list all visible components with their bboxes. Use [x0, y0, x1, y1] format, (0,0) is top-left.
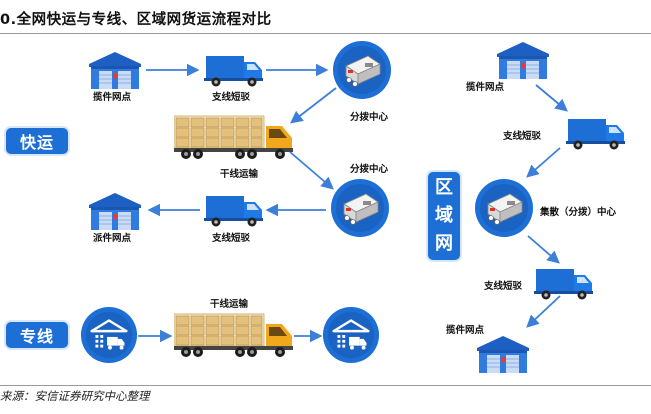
- regional-badge: 区 域 网: [426, 170, 462, 262]
- regional-feeder-label-2: 支线短驳: [484, 281, 523, 292]
- express-trunk-label: 干线运输: [220, 169, 259, 180]
- dedicated-trunk-label: 干线运输: [210, 299, 249, 310]
- regional-pickup-label-1: 揽件网点: [466, 82, 505, 93]
- van-icon: [204, 53, 264, 87]
- express-delivery-label: 派件网点: [93, 233, 132, 244]
- express-pickup-label: 揽件网点: [93, 92, 132, 103]
- arrow-hub-to-trunk: [290, 87, 337, 124]
- van-icon: [204, 193, 264, 227]
- express-badge: 快运: [4, 126, 70, 156]
- warehouse-icon: [86, 191, 144, 231]
- bottom-divider: [0, 385, 651, 386]
- regional-hub-label: 集散（分拨）中心: [540, 207, 617, 218]
- express-feeder-label-1: 支线短驳: [212, 92, 251, 103]
- regional-pickup-label-2: 揽件网点: [446, 325, 485, 336]
- source-note: 来源：安信证券研究中心整理: [0, 389, 150, 403]
- express-hub-label-2: 分拨中心: [350, 164, 389, 175]
- depot-icon: [322, 306, 380, 364]
- sorting-hub-icon: [330, 178, 390, 238]
- arrow-trunk-to-hub2: [289, 151, 334, 190]
- dedicated-badge: 专线: [4, 320, 70, 350]
- cargo-truck-icon: [174, 114, 294, 160]
- depot-icon: [80, 306, 138, 364]
- sorting-hub-icon: [332, 40, 392, 100]
- warehouse-icon: [494, 40, 552, 80]
- warehouse-icon: [474, 334, 532, 374]
- express-hub-label-1: 分拨中心: [350, 112, 389, 123]
- arrow-regional-hub-to-feeder: [527, 235, 560, 264]
- arrow-regional-feeder-to-hub: [526, 147, 561, 178]
- van-icon: [534, 266, 594, 300]
- warehouse-icon: [86, 50, 144, 90]
- regional-badge-char-3: 网: [435, 233, 453, 254]
- top-divider: [0, 33, 651, 34]
- sorting-hub-icon: [474, 178, 534, 238]
- regional-badge-char-2: 域: [435, 205, 453, 226]
- van-icon: [566, 116, 626, 150]
- regional-badge-char-1: 区: [435, 177, 453, 198]
- arrow-regional-feeder-to-pickup: [526, 295, 561, 328]
- express-feeder-label-2: 支线短驳: [212, 233, 251, 244]
- cargo-truck-icon: [174, 312, 294, 358]
- regional-feeder-label-1: 支线短驳: [503, 131, 542, 142]
- arrow-regional-pickup-to-feeder: [535, 84, 568, 112]
- page-title: 0.全网快运与专线、区域网货运流程对比: [0, 12, 272, 28]
